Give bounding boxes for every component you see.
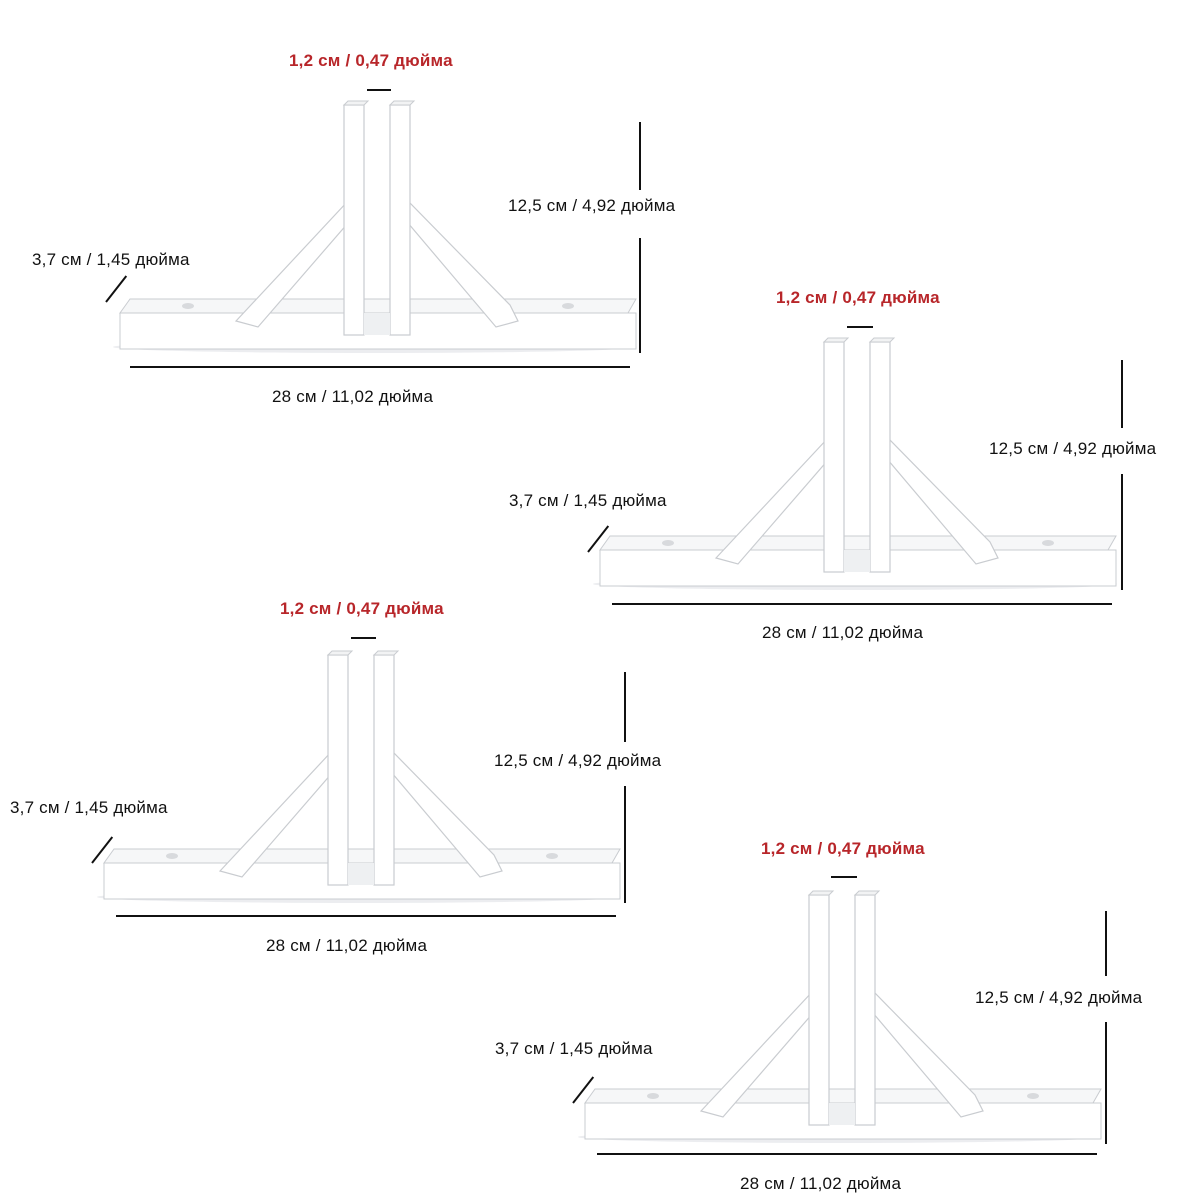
length-label: 28 см / 11,02 дюйма (266, 936, 428, 955)
screw-hole-right (1027, 1093, 1039, 1099)
length-dimension-line (116, 915, 616, 917)
length-dimension-line (597, 1153, 1097, 1155)
gap-dimension-line (351, 637, 376, 639)
length-dimension-line (130, 366, 630, 368)
height-dimension-line-lower (624, 786, 626, 903)
height-dimension-line-lower (1105, 1022, 1107, 1144)
shelf-bracket-photo (578, 890, 1102, 1143)
height-dimension-line-upper (1121, 360, 1123, 428)
depth-label: 3,7 см / 1,45 дюйма (495, 1039, 653, 1058)
left-upright-top (326, 650, 354, 656)
height-dimension-line-upper (624, 672, 626, 742)
gap-shadow (844, 550, 870, 572)
height-dimension-line-upper (639, 122, 641, 190)
depth-label: 3,7 см / 1,45 дюйма (10, 798, 168, 817)
gap-dimension-line (847, 326, 873, 328)
left-upright (808, 894, 830, 1126)
screw-hole-right (1042, 540, 1054, 546)
height-dimension-line-upper (1105, 911, 1107, 976)
shelf-bracket-photo (97, 650, 621, 903)
gap-width-label: 1,2 см / 0,47 дюйма (761, 839, 925, 858)
screw-hole-right (562, 303, 574, 309)
gap-shadow (348, 863, 374, 885)
right-upright (854, 894, 876, 1126)
height-dimension-line-lower (639, 238, 641, 353)
height-label: 12,5 см / 4,92 дюйма (975, 988, 1143, 1007)
depth-label: 3,7 см / 1,45 дюйма (509, 491, 667, 510)
left-upright-top (807, 890, 835, 896)
right-upright-top (388, 100, 416, 106)
right-upright-top (372, 650, 400, 656)
screw-hole-left (647, 1093, 659, 1099)
gap-width-label: 1,2 см / 0,47 дюйма (289, 51, 453, 70)
screw-hole-left (166, 853, 178, 859)
right-upright-top (868, 337, 896, 343)
gap-width-label: 1,2 см / 0,47 дюйма (776, 288, 940, 307)
gap-dimension-line (367, 89, 391, 91)
height-dimension-line-lower (1121, 474, 1123, 590)
screw-hole-left (662, 540, 674, 546)
height-label: 12,5 см / 4,92 дюйма (989, 439, 1157, 458)
depth-label: 3,7 см / 1,45 дюйма (32, 250, 190, 269)
right-upright-top (853, 890, 881, 896)
length-label: 28 см / 11,02 дюйма (762, 623, 924, 642)
base-top-face (584, 1088, 1102, 1104)
gap-shadow (829, 1103, 855, 1125)
left-upright-top (342, 100, 370, 106)
length-label: 28 см / 11,02 дюйма (740, 1174, 902, 1193)
shelf-bracket-photo (113, 100, 637, 353)
screw-hole-right (546, 853, 558, 859)
gap-shadow (364, 313, 390, 335)
height-label: 12,5 см / 4,92 дюйма (508, 196, 676, 215)
length-label: 28 см / 11,02 дюйма (272, 387, 434, 406)
left-upright-top (822, 337, 850, 343)
shelf-bracket-photo (593, 337, 1117, 590)
gap-dimension-line (831, 876, 857, 878)
length-dimension-line (612, 603, 1112, 605)
height-label: 12,5 см / 4,92 дюйма (494, 751, 662, 770)
screw-hole-left (182, 303, 194, 309)
gap-width-label: 1,2 см / 0,47 дюйма (280, 599, 444, 618)
